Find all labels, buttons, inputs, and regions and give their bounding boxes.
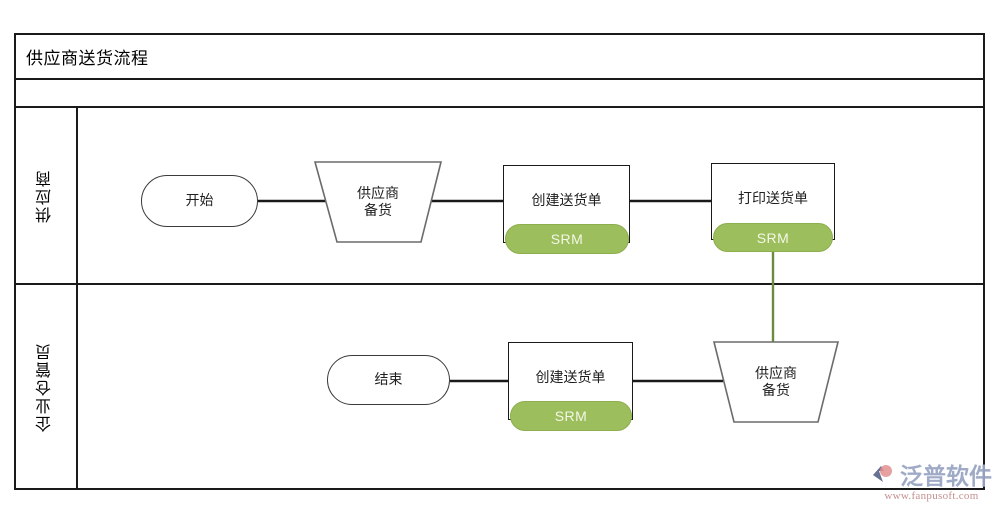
node-create-delivery-top-label: 创建送货单: [531, 192, 602, 209]
page-title: 供应商送货流程: [26, 49, 149, 68]
trapezoid-shape: [313, 161, 443, 243]
lane-label-supplier: 供应商: [16, 108, 78, 283]
swimlane-warehouse: 企业仓管员: [16, 285, 983, 488]
swimlane-frame: 供应商送货流程 供应商 企业仓管员: [14, 33, 985, 490]
watermark-url-text: www.fanpusoft.com: [884, 490, 979, 502]
watermark: 泛普软件 www.fanpusoft.com: [871, 457, 992, 502]
node-supplier-prep-bottom-label: 供应商 备货: [755, 364, 797, 399]
srm-tag-create-bottom-label: SRM: [554, 408, 588, 424]
node-supplier-prep-top-label: 供应商 备货: [357, 184, 399, 219]
srm-tag-create-bottom[interactable]: SRM: [510, 401, 632, 431]
header-band-row: [16, 80, 983, 108]
srm-tag-create-top-label: SRM: [550, 231, 584, 247]
srm-tag-print-top-label: SRM: [756, 229, 790, 246]
node-supplier-prep-top[interactable]: 供应商 备货: [313, 160, 443, 244]
node-supplier-prep-bottom[interactable]: 供应商 备货: [712, 340, 840, 424]
node-start[interactable]: 开始: [141, 175, 258, 227]
diagram-title-row: 供应商送货流程: [16, 35, 983, 80]
watermark-brand-text: 泛普软件: [900, 463, 992, 489]
fanpu-logo-icon: [873, 465, 892, 482]
trapezoid-shape: [712, 341, 840, 423]
lane-label-warehouse: 企业仓管员: [16, 285, 78, 488]
srm-tag-print-top[interactable]: SRM: [713, 223, 833, 252]
node-end[interactable]: 结束: [327, 355, 450, 405]
node-end-label: 结束: [374, 371, 403, 388]
srm-tag-create-top[interactable]: SRM: [505, 224, 629, 254]
node-start-label: 开始: [185, 192, 214, 209]
lane-label-supplier-text: 供应商: [37, 168, 54, 223]
node-create-delivery-bottom-label: 创建送货单: [535, 369, 606, 386]
lane-label-warehouse-text: 企业仓管员: [37, 341, 54, 432]
swimlane-supplier: 供应商: [16, 108, 983, 285]
watermark-brand-row: 泛普软件: [871, 457, 992, 491]
node-print-delivery-top-label: 打印送货单: [738, 189, 808, 206]
